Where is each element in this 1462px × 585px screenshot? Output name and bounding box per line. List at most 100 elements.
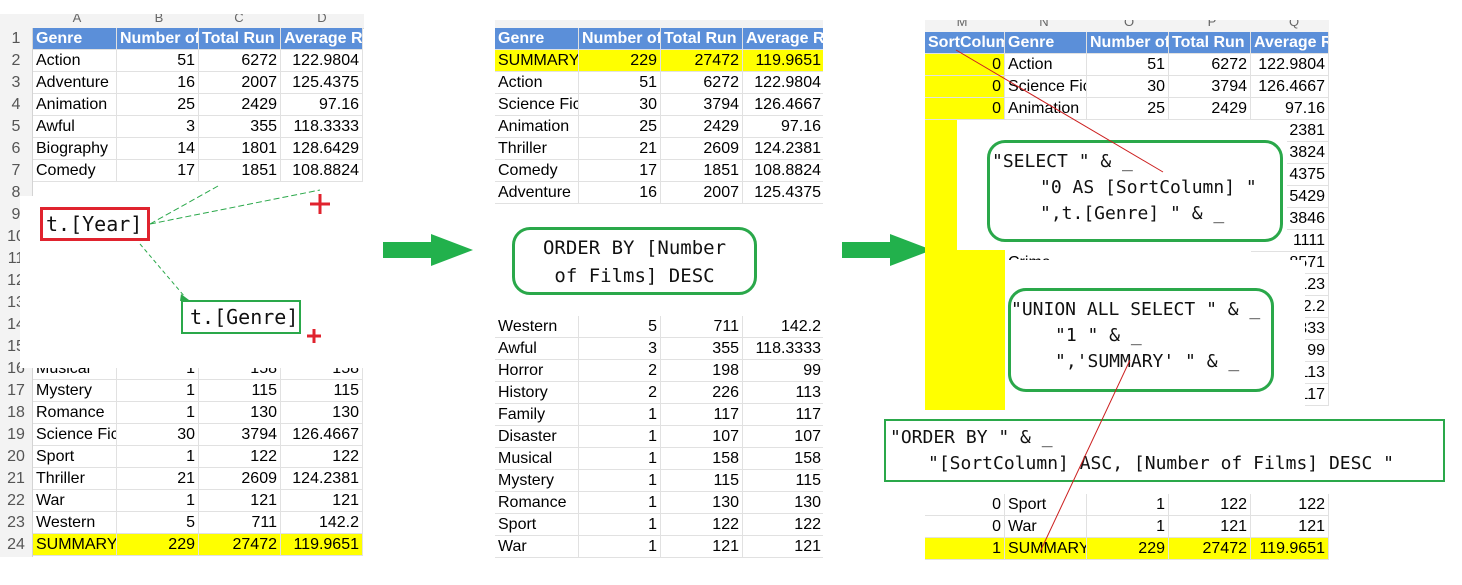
table-cell[interactable]: 122.9804 bbox=[1251, 54, 1329, 76]
table-cell[interactable]: 16 bbox=[579, 182, 661, 204]
row-number[interactable]: 21 bbox=[7, 470, 25, 487]
table-cell[interactable]: 17 bbox=[579, 160, 661, 182]
table-cell[interactable]: History bbox=[495, 382, 579, 404]
summary-count[interactable]: 229 bbox=[1087, 538, 1169, 560]
table-cell[interactable]: 126.4667 bbox=[281, 424, 363, 446]
table-cell[interactable]: 122 bbox=[743, 514, 823, 536]
table-cell[interactable]: 2 bbox=[579, 382, 661, 404]
row-number[interactable]: 17 bbox=[7, 382, 25, 399]
row-number[interactable]: 8 bbox=[11, 184, 21, 201]
row-number[interactable]: 7 bbox=[11, 162, 21, 179]
header-average-runtime[interactable]: Average R bbox=[743, 28, 823, 50]
col-letter-o[interactable]: O bbox=[1123, 20, 1135, 29]
table-cell[interactable]: 711 bbox=[661, 316, 743, 338]
table-cell[interactable]: 115 bbox=[199, 380, 281, 402]
row-number[interactable]: 19 bbox=[7, 426, 25, 443]
table-cell[interactable]: 3794 bbox=[1169, 76, 1251, 98]
table-cell[interactable]: 14 bbox=[117, 138, 199, 160]
header-total-runtime[interactable]: Total Run bbox=[661, 28, 743, 50]
table-cell[interactable]: 2007 bbox=[199, 72, 281, 94]
table-cell[interactable]: Thriller bbox=[33, 468, 117, 490]
table-cell[interactable]: 198 bbox=[661, 360, 743, 382]
header-sortcolumn[interactable]: SortColumn bbox=[925, 32, 1005, 54]
table-cell[interactable]: Biography bbox=[33, 138, 117, 160]
summary-total[interactable]: 27472 bbox=[199, 534, 281, 556]
table-cell[interactable]: Animation bbox=[1005, 98, 1087, 120]
col-letter-p[interactable]: P bbox=[1207, 20, 1217, 29]
table-cell[interactable]: 1 bbox=[579, 492, 661, 514]
table-cell[interactable]: Science Fic bbox=[33, 424, 117, 446]
table-cell[interactable]: 121 bbox=[281, 490, 363, 512]
col-letter-d[interactable]: D bbox=[317, 14, 327, 25]
header-total-runtime[interactable]: Total Run bbox=[199, 28, 281, 50]
table-cell[interactable]: 1111 bbox=[1251, 230, 1329, 252]
table-cell[interactable]: 117 bbox=[661, 404, 743, 426]
table-cell[interactable]: 125.4375 bbox=[281, 72, 363, 94]
table-cell[interactable]: 1 bbox=[579, 536, 661, 558]
table-cell[interactable]: 1 bbox=[117, 490, 199, 512]
table-cell[interactable]: 122.9804 bbox=[743, 72, 823, 94]
summary-average[interactable]: 119.9651 bbox=[281, 534, 363, 556]
table-cell[interactable]: 113 bbox=[743, 382, 823, 404]
table-cell[interactable]: 128.6429 bbox=[281, 138, 363, 160]
table-cell[interactable]: Disaster bbox=[495, 426, 579, 448]
table-cell[interactable]: Animation bbox=[495, 116, 579, 138]
table-cell[interactable]: 0 bbox=[925, 76, 1005, 98]
table-cell[interactable]: 130 bbox=[743, 492, 823, 514]
summary-count[interactable]: 229 bbox=[117, 534, 199, 556]
row-number[interactable]: 2 bbox=[11, 52, 21, 69]
table-cell[interactable]: Horror bbox=[495, 360, 579, 382]
table-cell[interactable]: 108.8824 bbox=[281, 160, 363, 182]
table-cell[interactable]: 16 bbox=[117, 72, 199, 94]
table-cell[interactable]: 5429 bbox=[1251, 186, 1329, 208]
table-cell[interactable]: Awful bbox=[33, 116, 117, 138]
summary-label[interactable]: SUMMARY bbox=[33, 534, 117, 556]
table-cell[interactable]: Mystery bbox=[495, 470, 579, 492]
table-cell[interactable]: 117 bbox=[743, 404, 823, 426]
col-letter-n[interactable]: N bbox=[1039, 20, 1049, 29]
table-cell[interactable]: 122 bbox=[281, 446, 363, 468]
col-letter-a[interactable]: A bbox=[72, 14, 82, 25]
row-number[interactable]: 20 bbox=[7, 448, 25, 465]
table-cell[interactable]: 99 bbox=[743, 360, 823, 382]
table-cell[interactable]: 118.3333 bbox=[281, 116, 363, 138]
header-total-runtime[interactable]: Total Run bbox=[1169, 32, 1251, 54]
table-cell[interactable]: 0 bbox=[925, 98, 1005, 120]
table-cell[interactable]: 124.2381 bbox=[743, 138, 823, 160]
row-number[interactable]: 9 bbox=[11, 206, 21, 223]
table-cell[interactable]: Animation bbox=[33, 94, 117, 116]
table-cell[interactable]: 25 bbox=[117, 94, 199, 116]
header-genre[interactable]: Genre bbox=[495, 28, 579, 50]
row-number[interactable]: 6 bbox=[11, 140, 21, 157]
table-cell[interactable]: 1851 bbox=[661, 160, 743, 182]
table-cell[interactable]: 1 bbox=[117, 358, 199, 380]
row-number[interactable]: 22 bbox=[7, 492, 25, 509]
table-cell[interactable]: Family bbox=[495, 404, 579, 426]
table-cell[interactable]: 2 bbox=[579, 360, 661, 382]
table-cell[interactable]: Romance bbox=[495, 492, 579, 514]
table-cell[interactable]: 21 bbox=[117, 468, 199, 490]
table-cell[interactable]: Comedy bbox=[495, 160, 579, 182]
table-cell[interactable]: 1 bbox=[579, 426, 661, 448]
table-cell[interactable]: Sport bbox=[495, 514, 579, 536]
table-cell[interactable]: 30 bbox=[579, 94, 661, 116]
summary-total[interactable]: 27472 bbox=[1169, 538, 1251, 560]
table-cell[interactable]: 2609 bbox=[199, 468, 281, 490]
table-cell[interactable]: 355 bbox=[661, 338, 743, 360]
header-average-runtime[interactable]: Average R bbox=[1251, 32, 1329, 54]
table-cell[interactable]: Adventure bbox=[495, 182, 579, 204]
table-cell[interactable]: 122 bbox=[661, 514, 743, 536]
table-cell[interactable]: 107 bbox=[661, 426, 743, 448]
summary-label[interactable]: SUMMARY bbox=[495, 50, 579, 72]
table-cell[interactable]: 122.9804 bbox=[281, 50, 363, 72]
table-cell[interactable]: 5 bbox=[117, 512, 199, 534]
table-cell[interactable]: 5 bbox=[579, 316, 661, 338]
table-cell[interactable]: 2429 bbox=[1169, 98, 1251, 120]
table-cell[interactable]: 3824 bbox=[1251, 142, 1329, 164]
header-number-of-films[interactable]: Number of bbox=[117, 28, 199, 50]
table-cell[interactable]: 121 bbox=[1169, 516, 1251, 538]
table-cell[interactable]: Awful bbox=[495, 338, 579, 360]
table-cell[interactable]: 1 bbox=[579, 470, 661, 492]
summary-average[interactable]: 119.9651 bbox=[743, 50, 823, 72]
summary-total[interactable]: 27472 bbox=[661, 50, 743, 72]
